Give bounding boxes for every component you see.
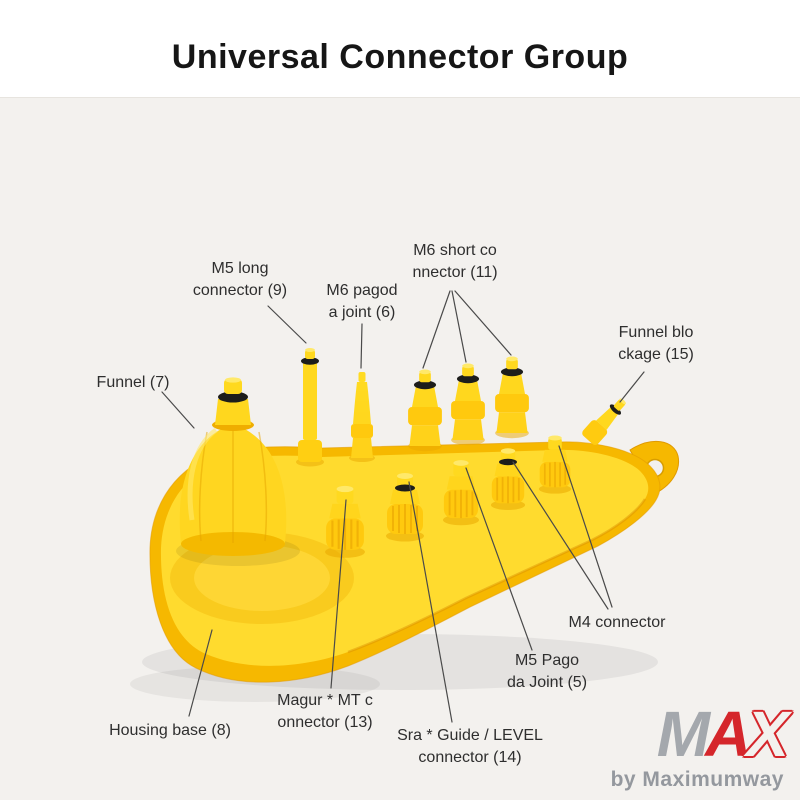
label-m5-pagoda-joint: M5 Pago da Joint (5)	[506, 652, 588, 692]
logo-letter-x: X	[746, 698, 789, 770]
back-row-connectors	[296, 348, 529, 467]
label-m4-connector: M4 connector	[568, 614, 666, 631]
watermark-byline: by Maximumway	[610, 768, 784, 791]
watermark: MAX by Maximumway	[610, 702, 789, 792]
funnel-blockage-part	[582, 398, 626, 446]
leader-lines	[161, 290, 645, 723]
label-funnel-blockage: Funnel blo ckage (15)	[618, 324, 694, 364]
logo-letter-a: A	[705, 698, 751, 770]
label-m6-short-connector: M6 short co nnector (11)	[412, 242, 498, 282]
label-funnel: Funnel (7)	[96, 374, 170, 391]
max-logo: MAX	[611, 702, 789, 766]
page-title: Universal Connector Group	[171, 38, 629, 76]
label-magura-mt-connector: Magur * MT c onnector (13)	[277, 692, 373, 732]
header: Universal Connector Group	[0, 0, 800, 98]
label-m6-pagoda-joint: M6 pagod a joint (6)	[326, 282, 398, 322]
label-m5-long-connector: M5 long connector (9)	[192, 260, 288, 300]
label-housing-base: Housing base (8)	[109, 722, 231, 739]
funnel-part	[176, 377, 300, 566]
label-sra-guide-connector: Sra * Guide / LEVEL connector (14)	[397, 727, 543, 767]
logo-letter-m: M	[656, 698, 710, 770]
